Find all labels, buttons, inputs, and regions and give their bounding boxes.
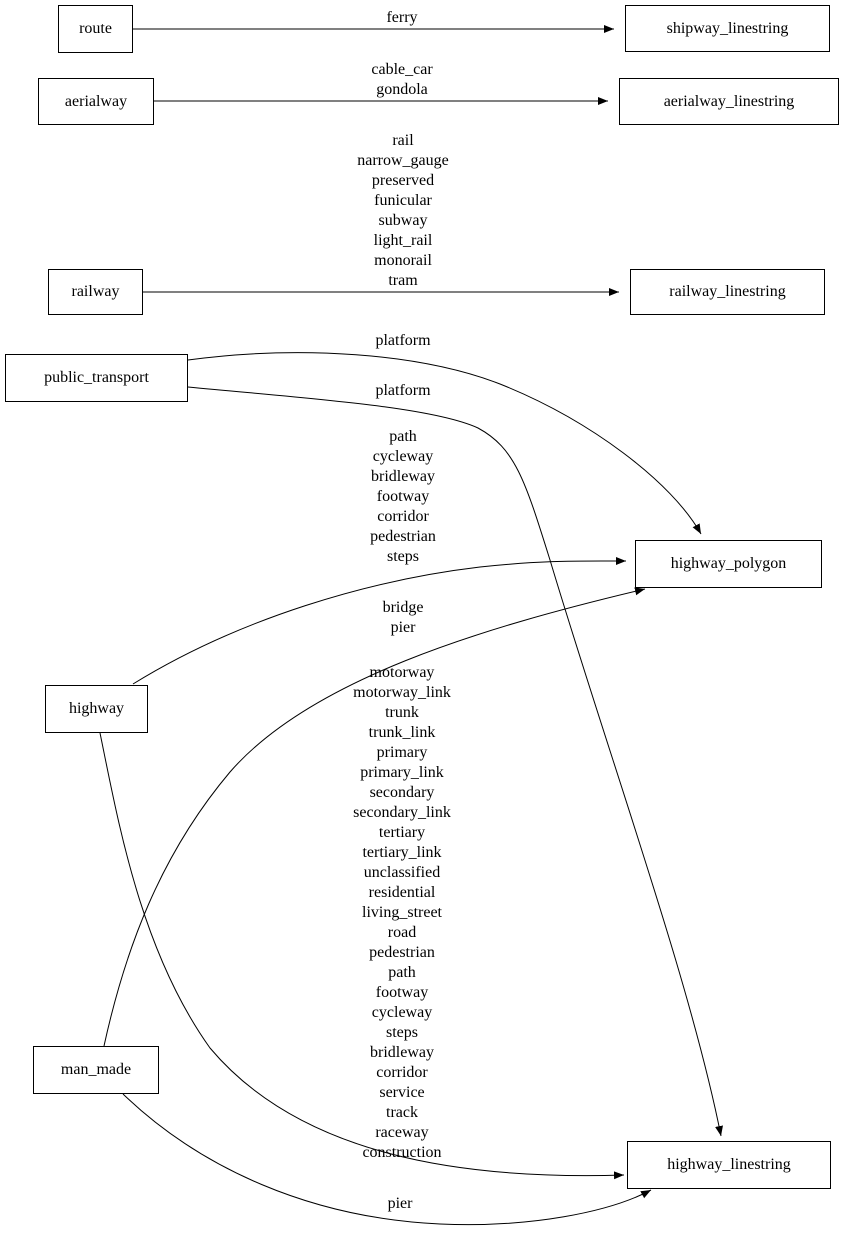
edge-label-platform-linestring: platform bbox=[375, 382, 431, 399]
node-railway[interactable]: railway bbox=[48, 269, 143, 315]
edge-highway-to-highway-polygon bbox=[132, 556, 627, 685]
edge-label-rail-types: rail narrow_gauge preserved funicular su… bbox=[357, 132, 449, 289]
edge-label-path-types: path cycleway bridleway footway corridor… bbox=[370, 428, 436, 565]
edge-label-ferry: ferry bbox=[386, 9, 418, 26]
node-public-transport[interactable]: public_transport bbox=[5, 354, 188, 402]
node-shipway-linestring[interactable]: shipway_linestring bbox=[625, 5, 830, 52]
edge-label-platform-polygon: platform bbox=[375, 332, 431, 349]
edge-man-made-to-highway-polygon bbox=[103, 587, 646, 1047]
node-route[interactable]: route bbox=[58, 5, 133, 53]
node-aerialway[interactable]: aerialway bbox=[38, 78, 154, 125]
edge-public-transport-to-highway-linestring bbox=[187, 386, 723, 1137]
node-man-made[interactable]: man_made bbox=[33, 1046, 159, 1094]
edge-label-cable-car-gondola: cable_car gondola bbox=[371, 61, 433, 98]
node-railway-linestring[interactable]: railway_linestring bbox=[630, 269, 825, 315]
edge-highway-to-highway-linestring bbox=[99, 732, 625, 1180]
node-highway-polygon[interactable]: highway_polygon bbox=[635, 540, 822, 588]
edge-label-road-types: motorway motorway_link trunk trunk_link … bbox=[353, 664, 451, 1161]
node-highway-linestring[interactable]: highway_linestring bbox=[627, 1141, 831, 1189]
node-highway[interactable]: highway bbox=[45, 685, 148, 733]
edge-label-bridge-pier: bridge pier bbox=[382, 599, 424, 636]
edge-public-transport-to-highway-polygon bbox=[187, 352, 702, 535]
edge-man-made-to-highway-linestring bbox=[122, 1093, 652, 1226]
edge-label-pier: pier bbox=[387, 1195, 413, 1212]
node-aerialway-linestring[interactable]: aerialway_linestring bbox=[619, 78, 839, 125]
